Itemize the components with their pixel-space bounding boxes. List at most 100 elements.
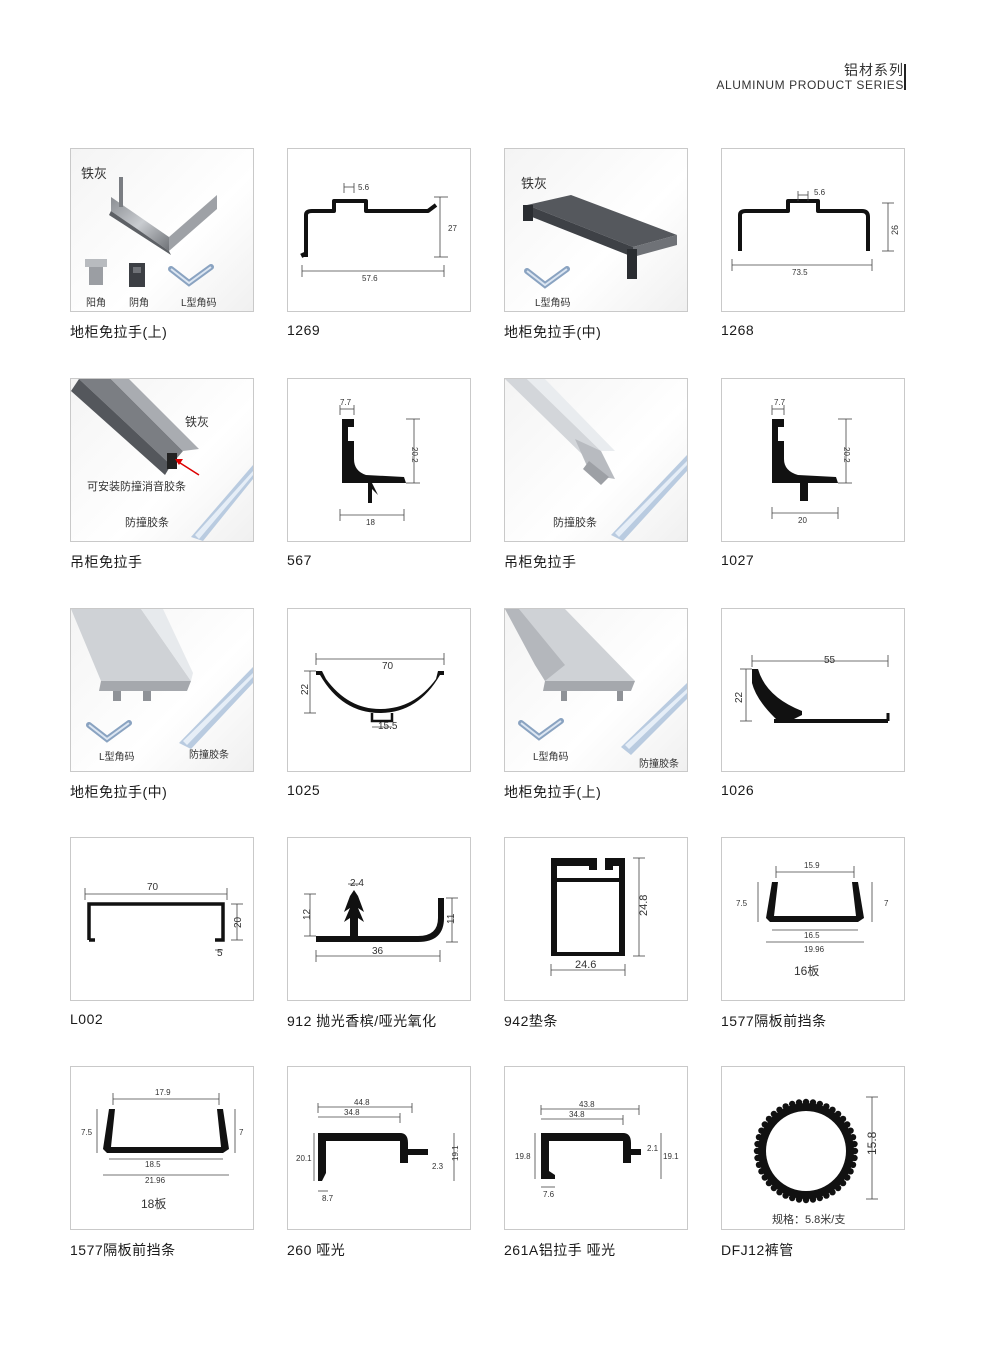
dimension-label: 2.1 [647, 1144, 659, 1153]
profile-diagram: 70 20 5 [84, 882, 244, 959]
l-bracket-icon [86, 720, 132, 743]
product-caption: 261A铝拉手 哑光 [504, 1242, 616, 1258]
inner-corner-icon [129, 263, 145, 287]
dimension-label: 24.6 [575, 959, 596, 971]
product-image-box: 15.9 7.5 7 16.5 19.96 16板 [721, 837, 905, 1001]
profile-diagram: 43.8 34.8 19.8 2.1 19.1 7.6 [515, 1100, 679, 1199]
dimension-label: 15.9 [804, 861, 820, 870]
dimension-label: 34.8 [569, 1110, 585, 1119]
l-bracket-icon [518, 718, 564, 741]
product-label: 16板 [794, 964, 819, 978]
dimension-label: 19.1 [663, 1152, 679, 1161]
product-label: 18板 [141, 1197, 166, 1211]
product-label: 防撞胶条 [553, 515, 597, 529]
product-caption: 1026 [721, 782, 755, 798]
dimension-label: 20.1 [296, 1154, 312, 1163]
product-label: 防撞胶条 [125, 515, 169, 529]
cabinet-handle-photo: L型角码 防撞胶条 [71, 609, 253, 763]
outer-corner-icon [85, 259, 107, 285]
product-image-box: 5.6 27 57.6 [287, 148, 471, 312]
dimension-label: 21.96 [145, 1176, 166, 1185]
bumper-strip-icon [191, 465, 253, 541]
dimension-label: 7.7 [340, 398, 352, 407]
dimension-label: 24.8 [638, 895, 650, 916]
profile-diagram: 15.9 7.5 7 16.5 19.96 16板 [736, 861, 889, 978]
dimension-label: 22 [300, 683, 311, 695]
product-image-box: 7.7 20.2 18 [287, 378, 471, 542]
dimension-label: 55 [824, 655, 836, 666]
product-image-box: 70 22 15.5 [287, 608, 471, 772]
dimension-label: 17.9 [155, 1088, 171, 1097]
dimension-label: 7 [884, 899, 889, 908]
dimension-label: 20.2 [410, 447, 419, 463]
product-label: L型角码 [181, 296, 217, 309]
dimension-label: 20 [233, 916, 244, 928]
dimension-label: 7.5 [81, 1128, 93, 1137]
dimension-label: 26 [890, 225, 900, 235]
header-divider [904, 64, 906, 90]
product-image-box: 70 20 5 [70, 837, 254, 1001]
dimension-label: 7.5 [736, 899, 748, 908]
product-image-box: 55 22 [721, 608, 905, 772]
dimension-label: 36 [372, 946, 384, 957]
cabinet-handle-photo: 铁灰 L型角码 [521, 176, 677, 309]
product-image-box: 44.8 34.8 20.1 2.3 19.1 8.7 [287, 1066, 471, 1230]
dimension-label: 15.8 [865, 1131, 879, 1155]
product-label: 阴角 [129, 297, 149, 309]
dimension-label: 44.8 [354, 1098, 370, 1107]
product-caption: 260 哑光 [287, 1242, 346, 1258]
profile-diagram: 55 22 [734, 655, 890, 723]
product-label: 铁灰 [81, 166, 107, 181]
product-caption: 1269 [287, 322, 321, 338]
dimension-label: 2.3 [432, 1162, 444, 1171]
product-label: 铁灰 [521, 176, 547, 191]
dimension-label: 20 [798, 516, 807, 525]
product-caption: 1027 [721, 552, 755, 568]
dimension-label: 70 [382, 661, 394, 672]
product-image-box: 铁灰 阳角 阴角 L型角码 [70, 148, 254, 312]
product-image-box: 2.4 12 11 36 [287, 837, 471, 1001]
profile-diagram: 15.8 规格：5.8米/支 [753, 1096, 879, 1226]
product-image-box: 43.8 34.8 19.8 2.1 19.1 7.6 [504, 1066, 688, 1230]
dimension-label: 15.5 [378, 721, 398, 732]
product-caption: 吊柜免拉手 [70, 554, 143, 570]
dimension-label: 34.8 [344, 1108, 360, 1117]
dimension-label: 73.5 [792, 268, 808, 277]
l-bracket-icon [168, 264, 214, 287]
dimension-label: 11 [446, 913, 457, 924]
dimension-label: 12 [302, 908, 313, 920]
bumper-strip-icon [621, 683, 687, 755]
product-caption: 地柜免拉手(中) [70, 784, 168, 800]
bumper-strip-icon [179, 667, 253, 749]
series-title-zh: 铝材系列 [844, 62, 904, 78]
dimension-label: 20.2 [842, 447, 851, 463]
dimension-label: 7 [239, 1128, 244, 1137]
bumper-strip-icon [611, 455, 687, 541]
dimension-label: 57.6 [362, 274, 378, 283]
profile-diagram: 17.9 7.5 7 18.5 21.96 18板 [81, 1088, 244, 1211]
profile-diagram: 2.4 12 11 36 [302, 878, 458, 962]
dimension-label: 18 [366, 518, 375, 527]
product-caption: 吊柜免拉手 [504, 554, 577, 570]
dimension-label: 19.8 [515, 1152, 531, 1161]
product-caption: 地柜免拉手(中) [504, 324, 602, 340]
product-label: 防撞胶条 [189, 748, 229, 761]
dimension-label: 19.1 [451, 1145, 460, 1161]
profile-diagram: 70 22 15.5 [300, 653, 445, 732]
product-image-box: 24.8 24.6 [504, 837, 688, 1001]
dimension-label: 70 [147, 882, 159, 893]
dimension-label: 22 [734, 691, 745, 703]
l-bracket-icon [524, 266, 570, 289]
cabinet-handle-photo: 铁灰 可安装防撞消音胶条 防撞胶条 [71, 379, 253, 541]
dimension-label: 16.5 [804, 931, 820, 940]
product-caption: 1577隔板前挡条 [70, 1242, 176, 1258]
cabinet-handle-photo: L型角码 防撞胶条 [505, 609, 687, 770]
product-caption: 1577隔板前挡条 [721, 1013, 827, 1029]
profile-diagram: 5.6 27 57.6 [300, 183, 457, 283]
product-caption: 942垫条 [504, 1013, 558, 1029]
dimension-label: 7.7 [774, 398, 786, 407]
product-caption: 912 抛光香槟/哑光氧化 [287, 1013, 437, 1029]
cabinet-handle-photo: 防撞胶条 [505, 379, 687, 541]
dimension-label: 19.96 [804, 945, 825, 954]
product-label: 可安装防撞消音胶条 [87, 479, 186, 493]
